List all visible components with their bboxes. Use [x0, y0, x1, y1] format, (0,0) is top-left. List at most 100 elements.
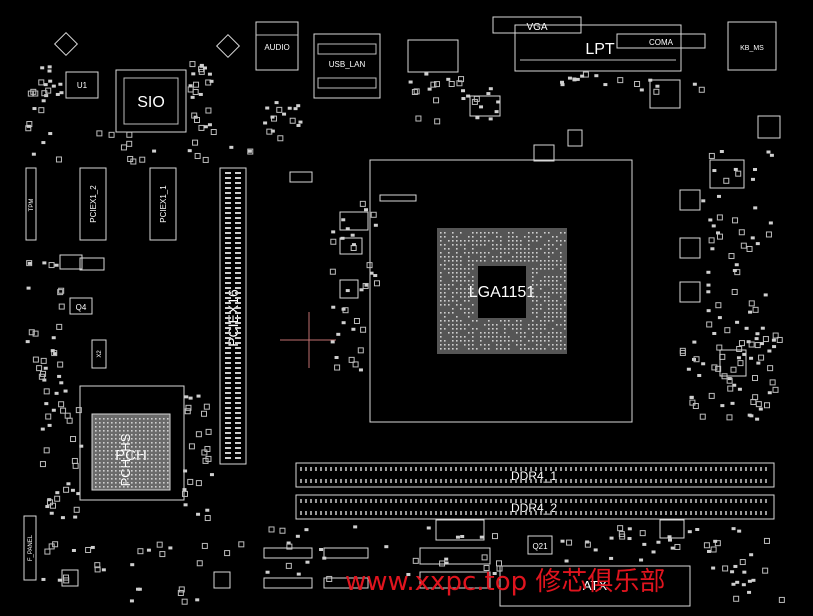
smd-pad [235, 262, 241, 264]
smd-pad [163, 442, 165, 444]
smd-pad [235, 442, 241, 444]
smd-pad [263, 121, 268, 125]
smd-pad [685, 479, 687, 483]
x2-crystal[interactable]: X2 [91, 339, 107, 369]
tpm-header[interactable]: TPM [25, 167, 37, 241]
smd-pad [703, 542, 710, 549]
smd-pad [235, 327, 241, 329]
smd-pad [690, 479, 692, 483]
q21-component[interactable]: Q21 [527, 535, 553, 555]
smd-pad [50, 502, 57, 509]
smd-pad [131, 454, 133, 456]
smd-pad [435, 511, 437, 515]
smd-pad [135, 418, 137, 420]
smd-pad [351, 327, 356, 331]
smd-pad [448, 304, 450, 306]
smd-pad [456, 348, 458, 350]
smd-pad [99, 462, 101, 464]
ddr4-1-slot[interactable]: DDR4_1 [295, 462, 775, 488]
smd-pad [456, 248, 458, 250]
smd-pad [225, 192, 231, 194]
smd-pad [40, 357, 47, 364]
smd-pad [759, 342, 764, 346]
watermark-text: www.xxpc.top 修芯俱乐部 [345, 567, 665, 597]
smd-pad [484, 244, 486, 246]
smd-pad [115, 462, 117, 464]
smd-pad [530, 479, 532, 483]
smd-pad [476, 348, 478, 350]
smd-pad [500, 260, 502, 262]
q4-component[interactable]: Q4 [69, 297, 93, 315]
cpu-socket[interactable]: LGA1151 [369, 159, 633, 423]
smd-pad [127, 155, 134, 162]
pciex1-2-slot[interactable]: PCIEX1_2 [79, 167, 107, 241]
smd-pad [720, 511, 722, 515]
audio-connector[interactable]: AUDIO [255, 21, 299, 71]
smd-pad [444, 348, 446, 350]
smd-pad [123, 466, 125, 468]
smd-pad [630, 467, 632, 471]
smd-pad [468, 292, 470, 294]
smd-pad [235, 177, 241, 179]
smd-pad [58, 401, 65, 408]
smd-pad [143, 454, 145, 456]
serial-header[interactable] [407, 39, 459, 73]
smd-pad [225, 227, 231, 229]
smd-pad [265, 106, 270, 110]
usb-lan-connector[interactable]: USB_LAN [313, 33, 381, 99]
smd-pad [456, 240, 458, 242]
smd-pad [500, 244, 502, 246]
smd-pad [329, 268, 336, 275]
smd-pad [375, 511, 377, 515]
atx-connector[interactable]: ATX [499, 565, 691, 607]
smd-pad [225, 237, 231, 239]
smd-pad [480, 236, 482, 238]
smd-pad [412, 557, 419, 564]
smd-pad [235, 257, 241, 259]
smd-pad [225, 332, 231, 334]
smd-pad [225, 312, 231, 314]
smd-pad [548, 244, 550, 246]
smd-pad [698, 86, 705, 93]
smd-pad [115, 442, 117, 444]
smd-pad [483, 564, 490, 571]
smd-pad [167, 458, 169, 460]
smd-pad [560, 467, 562, 471]
smd-pad [472, 336, 474, 338]
smd-pad [425, 467, 427, 471]
smd-pad [730, 467, 732, 471]
smd-pad [225, 457, 231, 459]
smd-pad [456, 344, 458, 346]
smd-pad [111, 486, 113, 488]
smd-pad [305, 479, 307, 483]
pciex1-1-slot[interactable]: PCIEX1_1 [149, 167, 177, 241]
f-panel-header[interactable]: F_PANEL [23, 515, 37, 581]
smd-pad [287, 106, 292, 110]
smd-pad [564, 328, 566, 330]
smd-pad [163, 434, 165, 436]
smd-pad [724, 327, 731, 334]
pciex16-slot[interactable]: PCIEX16 [219, 167, 247, 465]
smd-pad [711, 224, 716, 228]
smd-pad [452, 312, 454, 314]
pciex1-2-label: PCIEX1_2 [89, 185, 98, 223]
smd-pad [512, 236, 514, 238]
smd-pad [700, 467, 702, 471]
smd-pad [466, 94, 471, 98]
smd-pad [536, 252, 538, 254]
smd-pad [235, 352, 241, 354]
smd-pad [495, 511, 497, 515]
smd-pad [536, 344, 538, 346]
coma-connector[interactable]: COMA [616, 33, 706, 49]
smd-pad [468, 296, 470, 298]
smd-pad [225, 352, 231, 354]
smd-pad [536, 340, 538, 342]
smd-pad [448, 260, 450, 262]
smd-pad [135, 450, 137, 452]
kb-ms-connector[interactable]: KB_MS [727, 21, 777, 71]
smd-pad [411, 89, 418, 96]
sio-chip[interactable]: SIO [115, 69, 187, 133]
ddr4-2-slot[interactable]: DDR4_2 [295, 494, 775, 520]
smd-pad [735, 467, 737, 471]
u1-chip[interactable]: U1 [65, 71, 99, 99]
